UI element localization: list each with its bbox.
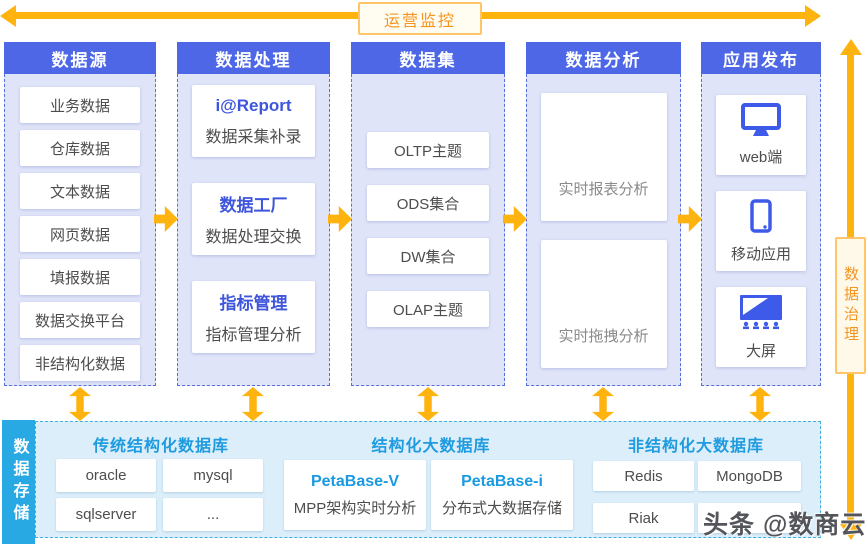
column-body: 实时报表分析 实时拖拽分析 — [526, 74, 681, 386]
processing-module: 指标管理 指标管理分析 — [192, 281, 315, 353]
app-item-bigscreen: 大屏 — [716, 287, 806, 367]
module-desc: 数据采集补录 — [205, 128, 302, 146]
product-name: PetaBase-V — [310, 472, 400, 490]
module-name: 指标管理 — [219, 294, 288, 313]
column-header: 数据源 — [4, 42, 156, 74]
column-data-analysis: 数据分析 实时报表分析 实时拖拽分析 — [526, 42, 681, 386]
storage-link-arrow-icon — [592, 387, 614, 421]
ops-monitor-text: 运营监控 — [383, 12, 456, 30]
db-item — [698, 503, 801, 533]
storage-group-title: 结构化大数据库 — [371, 438, 491, 455]
db-item: sqlserver — [56, 498, 156, 531]
monitor-icon — [741, 103, 781, 140]
dataset-item: DW集合 — [367, 238, 489, 274]
column-header: 数据处理 — [177, 42, 330, 74]
governance-label: 数据治理 — [835, 237, 866, 374]
dataset-item: OLAP主题 — [367, 291, 489, 327]
phone-icon — [750, 198, 772, 237]
db-product: PetaBase-i 分布式大数据存储 — [431, 460, 573, 530]
storage-link-arrow-icon — [242, 387, 264, 421]
db-item: mysql — [163, 459, 263, 492]
source-item: 仓库数据 — [20, 130, 140, 166]
ops-arrow-left-head-icon — [0, 5, 16, 27]
product-desc: MPP架构实时分析 — [293, 499, 417, 517]
column-header: 数据分析 — [526, 42, 681, 74]
module-name: i@Report — [215, 95, 292, 115]
storage-link-arrow-icon — [417, 387, 439, 421]
source-item: 填报数据 — [20, 259, 140, 295]
processing-module: 数据工厂 数据处理交换 — [192, 183, 315, 255]
analysis-panel: 实时报表分析 — [540, 93, 667, 221]
db-item: Redis — [593, 461, 694, 491]
storage-group-title: 传统结构化数据库 — [92, 438, 229, 455]
column-header: 应用发布 — [701, 42, 821, 74]
column-body: OLTP主题 ODS集合 DW集合 OLAP主题 — [351, 74, 505, 386]
governance-arrow-down-head-icon — [840, 524, 862, 540]
column-app-publishing: 应用发布 web端 移动应用 — [701, 42, 821, 386]
governance-arrow-up-head-icon — [840, 39, 862, 55]
analysis-panel: 实时拖拽分析 — [540, 240, 667, 368]
source-item: 网页数据 — [20, 216, 140, 252]
storage-group-title: 非结构化大数据库 — [627, 438, 764, 455]
dataset-item: ODS集合 — [367, 185, 489, 221]
source-item: 数据交换平台 — [20, 302, 140, 338]
db-product: PetaBase-V MPP架构实时分析 — [284, 460, 426, 530]
flow-arrow-right-icon — [154, 206, 178, 232]
app-label: 大屏 — [745, 342, 776, 360]
watermark: 头条 @数商云 — [703, 511, 867, 539]
storage-link-arrow-icon — [749, 387, 771, 421]
app-label: web端 — [739, 149, 783, 166]
module-name: 数据工厂 — [219, 196, 288, 215]
column-data-sources: 数据源 业务数据 仓库数据 文本数据 网页数据 填报数据 数据交换平台 非结构化… — [4, 42, 156, 386]
product-name: PetaBase-i — [461, 472, 543, 490]
storage-link-arrow-icon — [69, 387, 91, 421]
processing-module: i@Report 数据采集补录 — [192, 85, 315, 157]
storage-label-text: 数据存储 — [10, 438, 28, 526]
flow-arrow-right-icon — [503, 206, 527, 232]
bigscreen-icon — [739, 294, 783, 334]
db-item: MongoDB — [698, 461, 801, 491]
app-item-mobile: 移动应用 — [716, 191, 806, 271]
column-data-processing: 数据处理 i@Report 数据采集补录 数据工厂 数据处理交换 指标管理 指标… — [177, 42, 330, 386]
db-item: ... — [163, 498, 263, 531]
column-body: 业务数据 仓库数据 文本数据 网页数据 填报数据 数据交换平台 非结构化数据 — [4, 74, 156, 386]
storage-panel: 传统结构化数据库 oracle mysql sqlserver ... 结构化大… — [35, 421, 821, 538]
flow-arrow-right-icon — [328, 206, 352, 232]
module-desc: 数据处理交换 — [205, 229, 302, 246]
db-item: oracle — [56, 459, 156, 492]
ops-monitor-label: 运营监控 — [358, 2, 482, 35]
dataset-item: OLTP主题 — [367, 132, 489, 168]
db-item: Riak — [593, 503, 694, 533]
ops-arrow-right-head-icon — [805, 5, 821, 27]
source-item: 文本数据 — [20, 173, 140, 209]
product-desc: 分布式大数据存储 — [441, 499, 562, 517]
column-header: 数据集 — [351, 42, 505, 74]
module-desc: 指标管理分析 — [205, 327, 302, 344]
governance-text: 数据治理 — [842, 265, 859, 346]
source-item: 非结构化数据 — [20, 345, 140, 381]
app-item-web: web端 — [716, 95, 806, 175]
app-label: 移动应用 — [730, 245, 791, 263]
column-body: web端 移动应用 — [701, 74, 821, 386]
column-data-sets: 数据集 OLTP主题 ODS集合 DW集合 OLAP主题 — [351, 42, 505, 386]
flow-arrow-right-icon — [678, 206, 702, 232]
source-item: 业务数据 — [20, 87, 140, 123]
storage-label-strip: 数据存储 — [2, 420, 35, 544]
column-body: i@Report 数据采集补录 数据工厂 数据处理交换 指标管理 指标管理分析 — [177, 74, 330, 386]
